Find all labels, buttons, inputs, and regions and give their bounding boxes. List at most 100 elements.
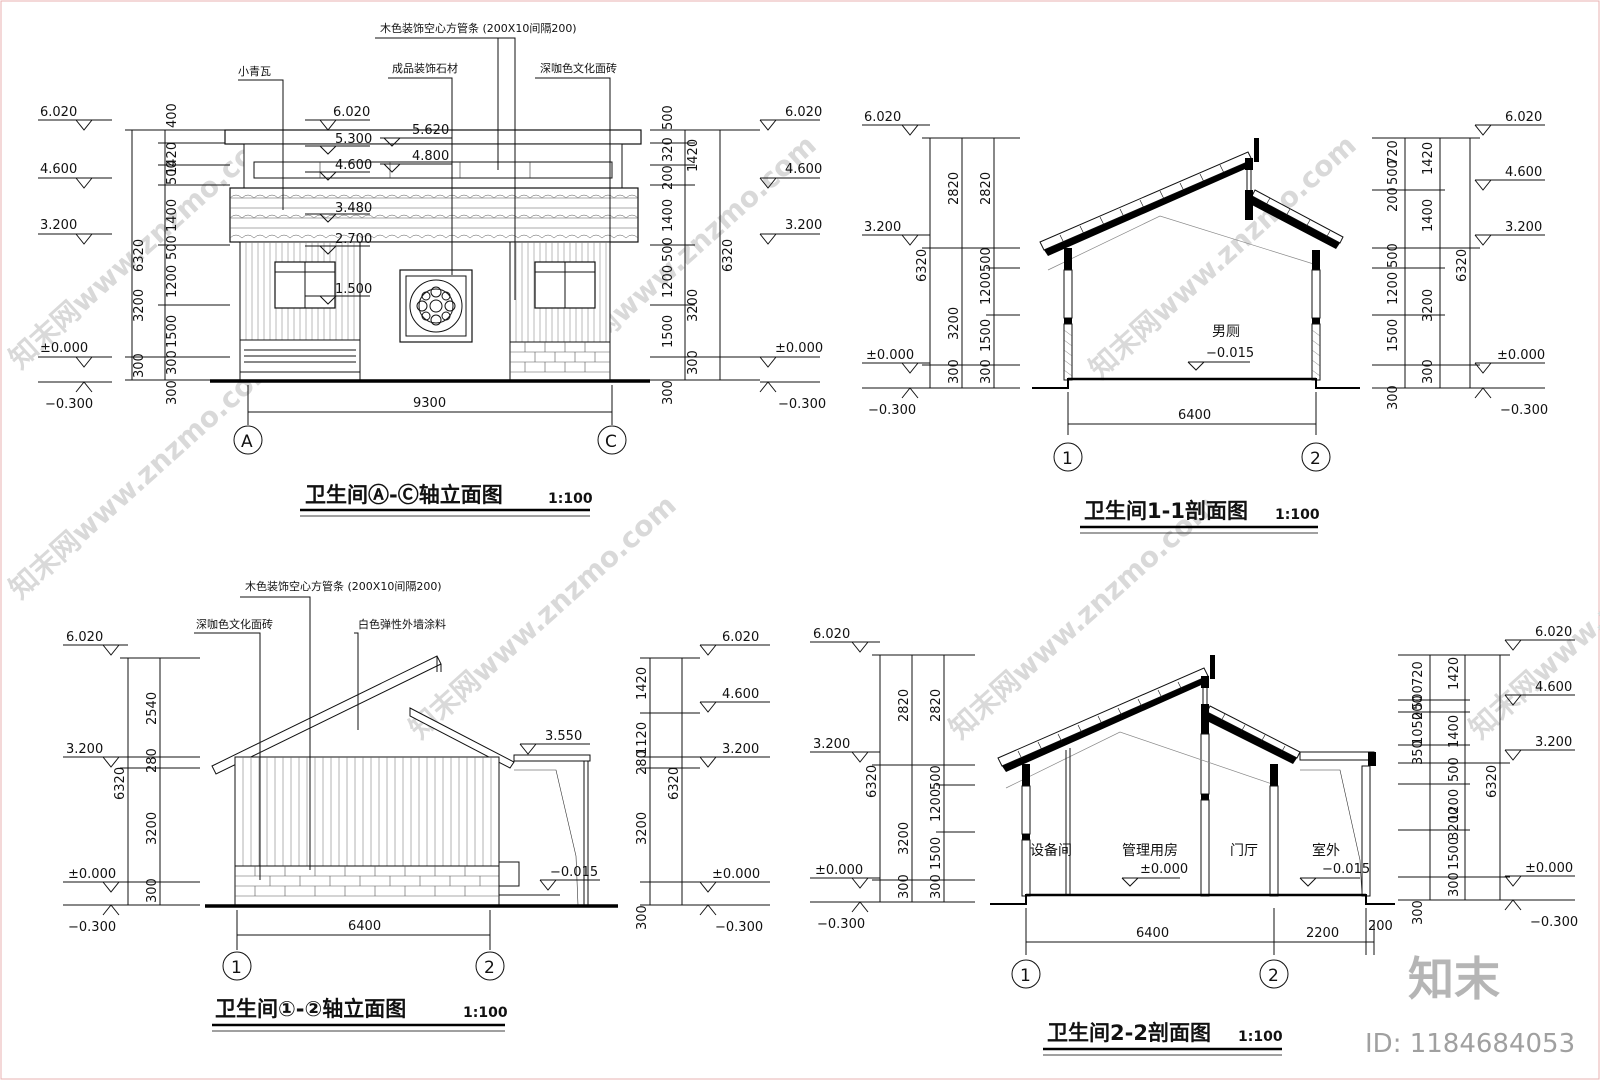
level-label: −0.300 bbox=[715, 920, 763, 935]
dim-label: 6320 bbox=[865, 765, 880, 798]
level-label: 5.300 bbox=[335, 132, 372, 147]
side-title-block: 卫生间①-②轴立面图 1:100 bbox=[212, 997, 508, 1032]
axis-label: 2 bbox=[1310, 449, 1321, 469]
s22-levels-right: 6.020 4.600 3.200 ±0.000 −0.300 720 500 … bbox=[1398, 625, 1578, 930]
side-levels-right: 6.020 4.600 3.200 ±0.000 −0.300 1420 112… bbox=[635, 630, 770, 935]
dim-label: 6400 bbox=[1178, 408, 1211, 423]
room-label: 室外 bbox=[1312, 842, 1340, 859]
dim-label: 3200 bbox=[145, 812, 160, 845]
note-brick: 深咖色文化面砖 bbox=[540, 61, 617, 75]
dim-label: 1120 bbox=[635, 722, 650, 755]
level-label: 3.200 bbox=[40, 218, 77, 233]
dim-label: 500 bbox=[979, 247, 994, 272]
dim-label: 200 bbox=[1368, 919, 1393, 934]
level-label: 3.200 bbox=[1535, 735, 1572, 750]
dim-label: 300 bbox=[165, 380, 180, 405]
level-label: 4.600 bbox=[785, 162, 822, 177]
s22-building: 设备间 管理用房 门厅 室外 ±0.000 −0.015 bbox=[990, 655, 1395, 905]
dim-label: 500 bbox=[1386, 160, 1401, 185]
dim-label: 6320 bbox=[721, 239, 736, 272]
dim-label: 3200 bbox=[686, 289, 701, 322]
level-label: −0.015 bbox=[1206, 346, 1254, 361]
level-label: ±0.000 bbox=[40, 341, 88, 356]
level-label: 6.020 bbox=[785, 105, 822, 120]
axis-label: 2 bbox=[1268, 966, 1279, 986]
dim-label: 1420 bbox=[165, 142, 180, 175]
level-label: −0.300 bbox=[45, 397, 93, 412]
level-label: −0.300 bbox=[868, 403, 916, 418]
dim-label: 300 bbox=[686, 350, 701, 375]
level-label: ±0.000 bbox=[866, 348, 914, 363]
dim-label: 280 bbox=[145, 748, 160, 773]
level-label: 2.700 bbox=[335, 232, 372, 247]
level-label: 3.200 bbox=[722, 742, 759, 757]
dim-label: 500 bbox=[929, 765, 944, 790]
view-scale: 1:100 bbox=[463, 1005, 508, 1021]
dim-label: 1500 bbox=[1447, 837, 1462, 870]
level-label: 4.600 bbox=[1505, 165, 1542, 180]
level-label: ±0.000 bbox=[1525, 861, 1573, 876]
dim-label: 1500 bbox=[661, 315, 676, 348]
level-label: 6.020 bbox=[864, 110, 901, 125]
dim-label: 1400 bbox=[165, 199, 180, 232]
dim-label: 1420 bbox=[635, 667, 650, 700]
level-label: ±0.000 bbox=[1497, 348, 1545, 363]
axis-label: 2 bbox=[484, 958, 495, 978]
dim-label: 300 bbox=[132, 353, 147, 378]
axis-label: 1 bbox=[1020, 966, 1031, 986]
dim-label: 1400 bbox=[1421, 199, 1436, 232]
dim-label: 1500 bbox=[929, 837, 944, 870]
s22-levels-left: 6.020 3.200 ±0.000 −0.300 bbox=[810, 627, 880, 932]
axis-label: A bbox=[241, 432, 253, 452]
dim-label: 500 bbox=[1447, 757, 1462, 782]
front-building bbox=[210, 129, 650, 383]
dim-label: 720 bbox=[1386, 140, 1401, 165]
dim-label: 320 bbox=[661, 137, 676, 162]
dim-label: 300 bbox=[145, 878, 160, 903]
level-label: ±0.000 bbox=[815, 863, 863, 878]
level-label: 3.480 bbox=[335, 201, 372, 216]
level-label: 4.600 bbox=[1535, 680, 1572, 695]
dim-label: 6320 bbox=[915, 249, 930, 282]
level-label: 3.200 bbox=[813, 737, 850, 752]
front-width-dim: 9300 A C bbox=[233, 385, 627, 455]
level-label: −0.015 bbox=[550, 865, 598, 880]
dim-label: 1420 bbox=[1421, 142, 1436, 175]
dim-label: 2820 bbox=[979, 172, 994, 205]
view-title: 卫生间Ⓐ-Ⓒ轴立面图 bbox=[305, 483, 503, 507]
dim-label: 1500 bbox=[979, 319, 994, 352]
axis-label: C bbox=[605, 432, 617, 452]
dim-label: 6320 bbox=[132, 239, 147, 272]
dim-label: 3200 bbox=[132, 289, 147, 322]
room-label: 男厕 bbox=[1212, 324, 1240, 340]
dim-label: 300 bbox=[1421, 359, 1436, 384]
dim-label: 500 bbox=[1411, 685, 1426, 710]
level-label: 6.020 bbox=[333, 105, 370, 120]
level-label: 4.600 bbox=[40, 162, 77, 177]
dim-label: 400 bbox=[165, 103, 180, 128]
level-label: −0.300 bbox=[68, 920, 116, 935]
front-levels-right: 6.020 4.600 3.200 ±0.000 −0.300 500 320 … bbox=[650, 105, 826, 412]
room-label: 设备间 bbox=[1030, 842, 1072, 859]
dim-label: 300 bbox=[929, 874, 944, 899]
level-label: 3.200 bbox=[864, 220, 901, 235]
brand-id: ID: 1184684053 bbox=[1365, 1029, 1575, 1059]
dim-label: 1200 bbox=[165, 265, 180, 298]
dim-label: 1500 bbox=[1386, 319, 1401, 352]
side-building: 3.550 bbox=[205, 655, 618, 908]
dim-label: 2820 bbox=[947, 172, 962, 205]
dim-label: 3200 bbox=[1421, 289, 1436, 322]
dim-label: 1200 bbox=[1447, 789, 1462, 822]
dim-label: 3200 bbox=[947, 307, 962, 340]
front-levels-left: 6.020 4.600 3.200 ±0.000 −0.300 bbox=[38, 105, 112, 412]
dim-label: 300 bbox=[947, 359, 962, 384]
level-label: 4.600 bbox=[335, 158, 372, 173]
dim-label: 500 bbox=[165, 160, 180, 185]
dim-label: 1050 bbox=[1411, 712, 1426, 745]
note-wood-tube: 木色装饰空心方管条 (200X10间隔200) bbox=[380, 21, 577, 35]
brand-block: 知末 ID: 1184684053 bbox=[1365, 952, 1575, 1059]
level-label: 5.620 bbox=[412, 123, 449, 138]
